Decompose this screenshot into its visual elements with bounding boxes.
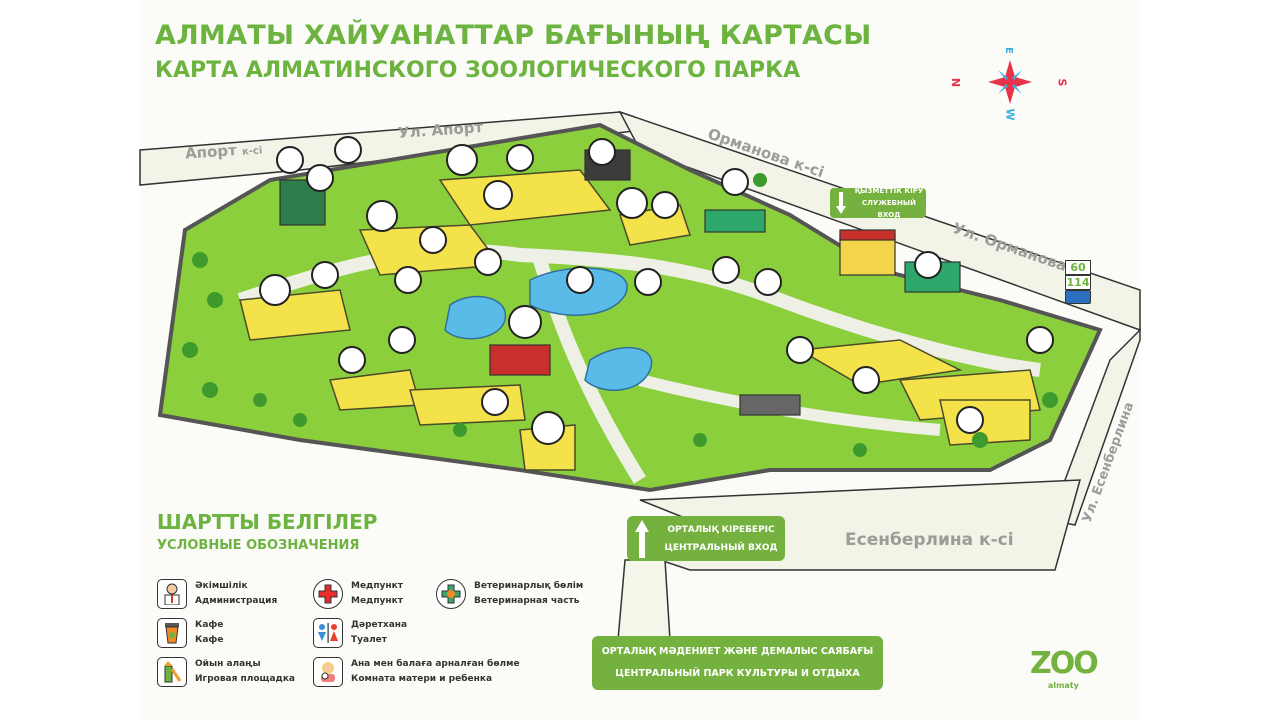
logo-text: ZOO (1030, 646, 1099, 681)
compass-w: W (1003, 108, 1017, 121)
bus-route: 60 (1065, 260, 1091, 275)
compass-n: N (949, 77, 963, 88)
arrow-up-icon (627, 519, 657, 558)
trees (182, 173, 1058, 457)
compass-e: E (1002, 47, 1014, 54)
animal-pins (259, 136, 1054, 445)
mother-child-room-icon (313, 657, 343, 687)
compass-rose-icon (988, 60, 1032, 104)
map-title-kazakh: АЛМАТЫ ХАЙУАНАТТАР БАҒЫНЫҢ КАРТАСЫ (155, 20, 872, 51)
bus-stop: 60 114 (1065, 260, 1091, 304)
veterinary-icon (436, 579, 466, 609)
zoo-almaty-logo: ZOO almaty (1030, 646, 1099, 691)
compass-s: S (1055, 78, 1069, 87)
playground-icon (157, 657, 187, 687)
arrow-down-icon (830, 192, 852, 214)
bus-icon (1065, 290, 1091, 304)
cafe-icon (157, 618, 187, 648)
medical-icon (313, 579, 343, 609)
bus-route: 114 (1065, 275, 1091, 290)
logo-subtext: almaty (1047, 681, 1079, 690)
walkway (237, 244, 1041, 377)
path-to-central-park (617, 559, 671, 641)
map-title-russian: КАРТА АЛМАТИНСКОГО ЗООЛОГИЧЕСКОГО ПАРКА (155, 58, 801, 83)
legend-subtitle: УСЛОВНЫЕ ОБОЗНАЧЕНИЯ (157, 538, 360, 553)
toilet-icon (313, 618, 343, 648)
street-label-esenberlina-kz: Есенберлина к-сі (845, 530, 1014, 550)
legend-title: ШАРТТЫ БЕЛГІЛЕР (157, 510, 378, 534)
administration-icon (157, 579, 187, 609)
buildings (279, 149, 961, 416)
